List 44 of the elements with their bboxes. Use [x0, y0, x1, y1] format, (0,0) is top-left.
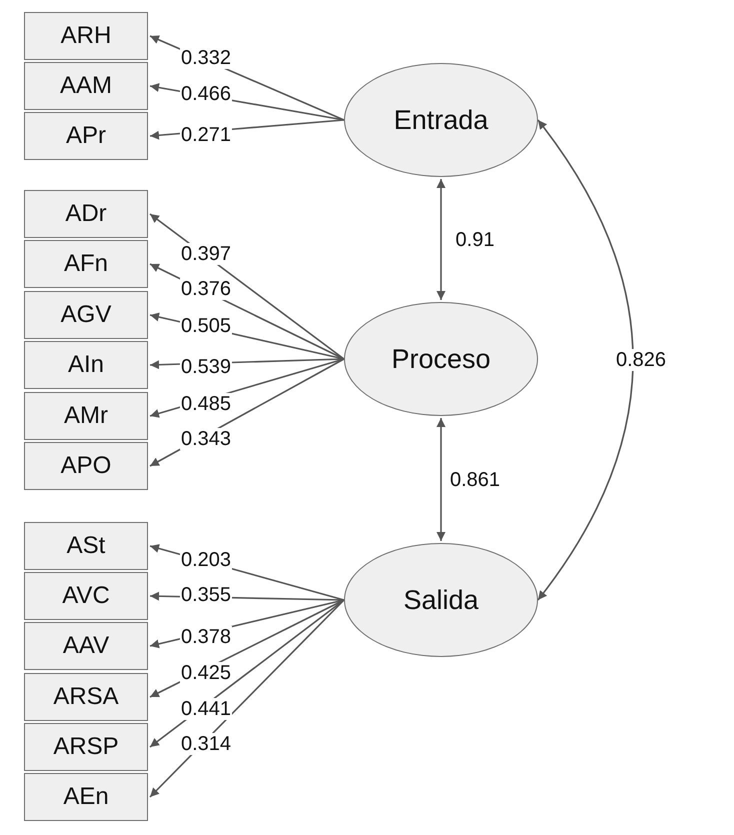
path-arrow: [537, 120, 634, 600]
path-coefficient-label: 0.343: [180, 428, 232, 450]
variable-name: ARH: [60, 22, 112, 50]
observed-variable-box: [24, 673, 148, 721]
path-arrow: [436, 418, 446, 541]
observed-variable-box: [24, 442, 148, 490]
path-coefficient-label: 0.826: [614, 349, 668, 371]
path-arrow: [436, 179, 446, 300]
observed-variable-box: [24, 723, 148, 771]
variable-name: Proceso: [391, 344, 491, 374]
variable-name: AGV: [60, 301, 112, 329]
variable-name: AAM: [60, 72, 112, 100]
observed-variable-box: [24, 291, 148, 339]
variable-name: ADr: [65, 200, 107, 228]
variable-name: ARSP: [53, 733, 119, 761]
observed-variable-box: [24, 622, 148, 670]
variable-name: Entrada: [394, 104, 488, 136]
observed-variable-box: [24, 773, 148, 821]
variable-name: Salida: [403, 584, 479, 616]
variable-name: APr: [66, 122, 106, 150]
observed-variable-box: [24, 112, 148, 160]
variable-name: AAV: [62, 632, 110, 660]
path-coefficient-label: 0.441: [180, 698, 232, 720]
variable-name: AIn: [68, 351, 104, 379]
observed-variable-box: [24, 392, 148, 440]
variable-name: AEn: [63, 783, 109, 811]
observed-variable-box: [24, 240, 148, 288]
observed-variable-box: [24, 572, 148, 620]
observed-variable-box: [24, 62, 148, 110]
observed-variable-box: [24, 341, 148, 389]
observed-variable-box: [24, 522, 148, 570]
observed-variable-box: [24, 12, 148, 60]
path-coefficient-label: 0.376: [180, 278, 232, 300]
variable-name: AFn: [64, 250, 108, 278]
path-coefficient-label: 0.425: [180, 662, 232, 684]
variable-name: AMr: [64, 402, 108, 430]
path-coefficient-label: 0.314: [180, 733, 232, 756]
observed-variable-box: [24, 190, 148, 238]
path-coefficient-label: 0.332: [180, 47, 232, 70]
variable-name: ASt: [66, 532, 106, 560]
variable-name: AVC: [62, 582, 110, 610]
variable-name: ARSA: [53, 683, 119, 711]
path-coefficient-label: 0.397: [180, 242, 232, 265]
variable-name: APO: [60, 452, 112, 480]
